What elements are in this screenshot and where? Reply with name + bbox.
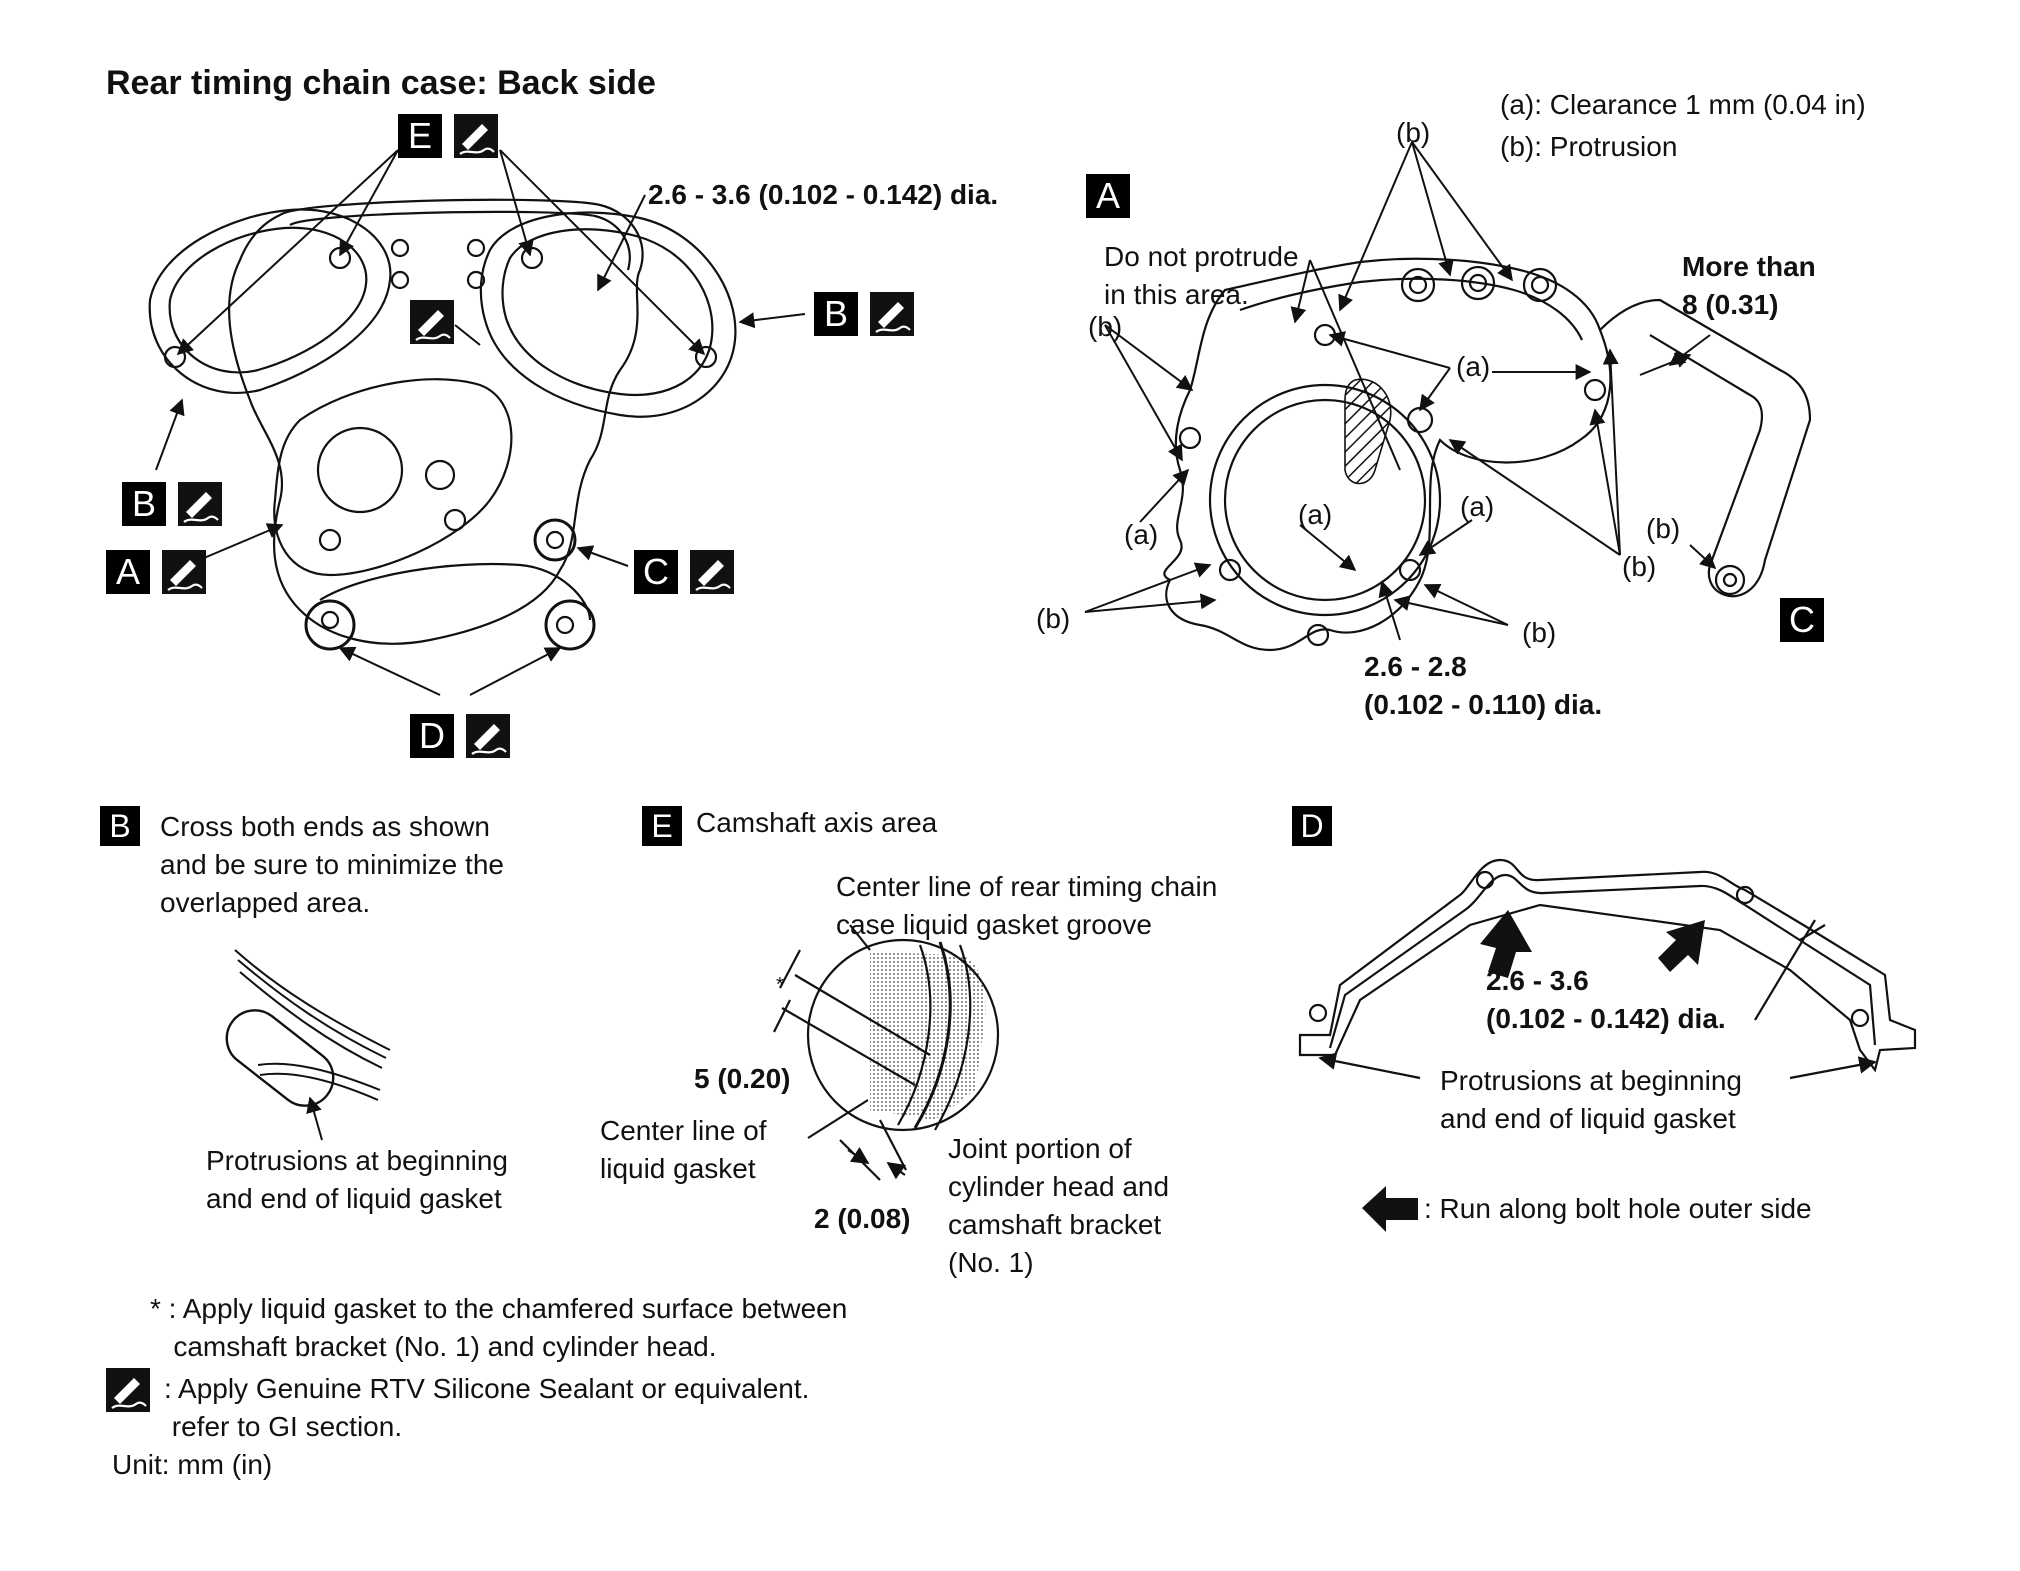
callout-b: (b)	[1646, 513, 1681, 544]
dim-5: 5 (0.20)	[694, 1063, 791, 1094]
callout-b: (b)	[1036, 603, 1071, 634]
label-b-detail: B	[100, 806, 140, 846]
center-line-gasket-note: Center line of liquid gasket	[600, 1115, 767, 1184]
callout-b: (b)	[1088, 311, 1123, 342]
detail-b-protrusions: Protrusions at beginning and end of liqu…	[206, 1145, 508, 1214]
dim-2: 2 (0.08)	[814, 1203, 911, 1234]
callout-b: (b)	[1522, 617, 1557, 648]
label-e-main: E	[398, 114, 442, 158]
detail-a-dia-spec: 2.6 - 2.8 (0.102 - 0.110) dia.	[1364, 651, 1603, 720]
legend-protrusion: (b): Protrusion	[1500, 131, 1678, 162]
label-e-detail: E	[642, 806, 682, 846]
page-title: Rear timing chain case: Back side	[106, 64, 656, 102]
do-not-protrude-note: Do not protrude in this area.	[1104, 241, 1299, 310]
label-b-right: B	[814, 292, 858, 336]
joint-portion-note: Joint portion of cylinder head and camsh…	[948, 1133, 1170, 1278]
label-d-detail: D	[1292, 806, 1332, 846]
callout-a: (a)	[1298, 499, 1333, 530]
detail-e-heading: Camshaft axis area	[696, 807, 938, 838]
rear-timing-chain-case-drawing	[148, 198, 737, 651]
detail-b-drawing	[225, 949, 391, 1141]
asterisk-mark: *	[776, 974, 784, 996]
sealant-tube-icon	[162, 550, 206, 594]
more-than-spec: More than 8 (0.31)	[1682, 251, 1816, 320]
run-direction-note: : Run along bolt hole outer side	[1424, 1193, 1812, 1224]
sealant-note: : Apply Genuine RTV Silicone Sealant or …	[164, 1373, 810, 1442]
label-a-detail: A	[1086, 174, 1130, 218]
detail-d-drawing	[1298, 858, 1917, 1080]
sealant-tube-icon	[870, 292, 914, 336]
sealant-tube-icon	[106, 1368, 150, 1412]
callout-b: (b)	[1396, 117, 1431, 148]
label-c-main: C	[634, 550, 678, 594]
callout-a: (a)	[1460, 491, 1495, 522]
callout-b: (b)	[1622, 551, 1657, 582]
label-d-main: D	[410, 714, 454, 758]
sealant-tube-icon	[410, 300, 454, 344]
detail-a-drawing	[1163, 257, 1812, 652]
detail-d-dia-spec: 2.6 - 3.6 (0.102 - 0.142) dia.	[1486, 965, 1726, 1034]
unit-note: Unit: mm (in)	[112, 1449, 273, 1480]
detail-b-instructions: Cross both ends as shown and be sure to …	[160, 811, 504, 918]
callout-a: (a)	[1456, 351, 1491, 382]
detail-e-drawing	[773, 924, 1000, 1181]
sealant-tube-icon	[454, 114, 498, 158]
center-line-groove-note: Center line of rear timing chain case li…	[836, 871, 1218, 940]
detail-d-protrusions: Protrusions at beginning and end of liqu…	[1440, 1065, 1742, 1134]
run-direction-arrow-icon	[1362, 910, 1705, 1232]
detail-a-leader-lines	[1084, 141, 1717, 641]
sealant-tube-icon	[690, 550, 734, 594]
legend-clearance: (a): Clearance 1 mm (0.04 in)	[1500, 89, 1866, 120]
callout-a: (a)	[1124, 519, 1159, 550]
sealant-tube-icon	[178, 482, 222, 526]
main-view-leader-lines	[155, 149, 806, 696]
label-c-detail: C	[1780, 598, 1824, 642]
label-b-left: B	[122, 482, 166, 526]
asterisk-note: * : Apply liquid gasket to the chamfered…	[150, 1293, 848, 1362]
sealant-tube-icon	[466, 714, 510, 758]
main-dia-spec: 2.6 - 3.6 (0.102 - 0.142) dia.	[648, 179, 999, 210]
label-a-main: A	[106, 550, 150, 594]
